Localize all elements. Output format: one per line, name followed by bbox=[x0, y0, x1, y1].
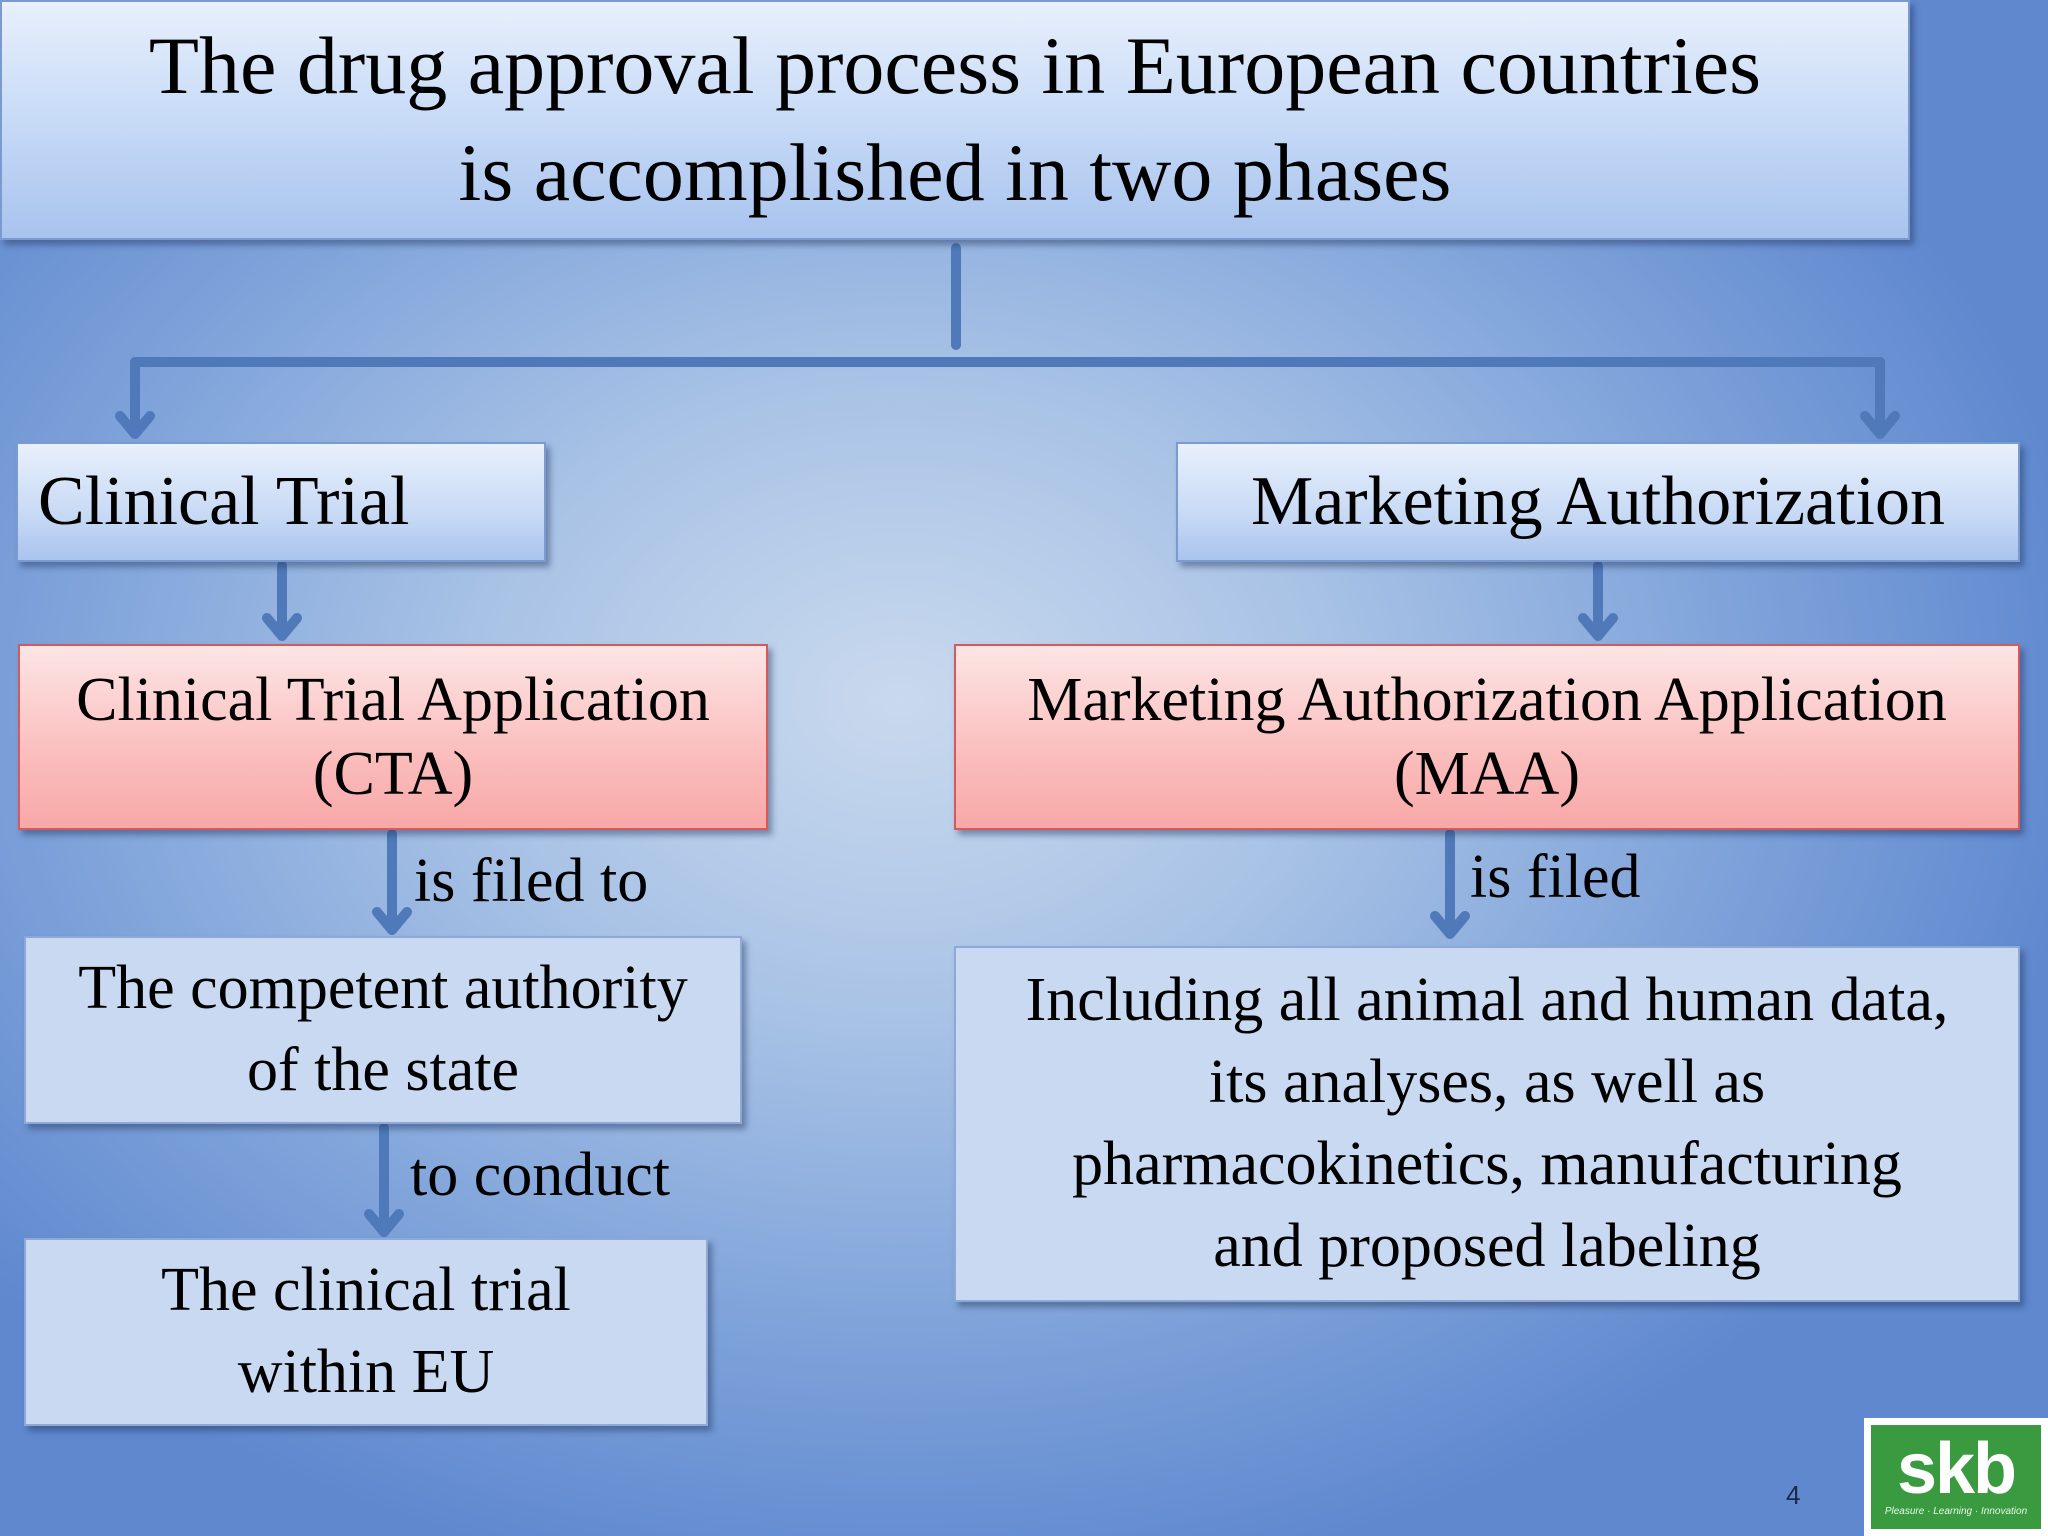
title-line-1: The drug approval process in European co… bbox=[148, 20, 1762, 112]
slide-number: 4 bbox=[1786, 1480, 1801, 1510]
maa-box: Marketing Authorization Application (MAA… bbox=[954, 644, 2020, 830]
title-box: The drug approval process in European co… bbox=[0, 0, 1910, 240]
trial-line-2: within EU bbox=[237, 1338, 495, 1406]
edge-label-filed-to: is filed to bbox=[414, 847, 649, 915]
title-line-2: is accomplished in two phases bbox=[458, 127, 1452, 218]
arrow-to-marketing-authorization bbox=[1860, 411, 1900, 439]
cta-line-2: (CTA) bbox=[312, 740, 474, 808]
clinical-trial-box: Clinical Trial bbox=[16, 442, 546, 562]
skb-logo-text: skb bbox=[1896, 1429, 2017, 1510]
clinical-trial-eu-box: The clinical trial within EU bbox=[24, 1238, 708, 1426]
arrow-to-trial bbox=[364, 1209, 404, 1237]
authority-line-2: of the state bbox=[246, 1036, 519, 1104]
competent-authority-box: The competent authority of the state bbox=[24, 936, 742, 1124]
marketing-authorization-box: Marketing Authorization bbox=[1176, 442, 2020, 562]
maa-contents-line-1: Including all animal and human data, bbox=[1025, 966, 1949, 1035]
arrow-to-cta bbox=[262, 613, 302, 641]
arrow-to-maa bbox=[1578, 613, 1618, 641]
arrow-to-authority bbox=[372, 907, 412, 935]
maa-contents-line-2: its analyses, as well as bbox=[1208, 1048, 1766, 1117]
maa-contents-box: Including all animal and human data, its… bbox=[954, 946, 2020, 1302]
cta-line-1: Clinical Trial Application bbox=[76, 665, 710, 734]
cta-box: Clinical Trial Application (CTA) bbox=[18, 644, 768, 830]
skb-logo-badge: skb Pleasure · Learning · Innovation bbox=[1871, 1425, 2041, 1529]
authority-line-1: The competent authority bbox=[78, 954, 688, 1023]
maa-line-2: (MAA) bbox=[1394, 740, 1580, 808]
clinical-trial-label: Clinical Trial bbox=[38, 463, 410, 540]
marketing-authorization-label: Marketing Authorization bbox=[1250, 463, 1946, 540]
trial-line-1: The clinical trial bbox=[161, 1256, 571, 1325]
maa-contents-line-4: and proposed labeling bbox=[1213, 1211, 1761, 1280]
arrow-to-clinical-trial bbox=[115, 411, 155, 439]
maa-contents-line-3: pharmacokinetics, manufacturing bbox=[1072, 1130, 1902, 1198]
skb-logo-tagline: Pleasure · Learning · Innovation bbox=[1884, 1505, 2028, 1517]
edge-label-to-conduct: to conduct bbox=[410, 1141, 670, 1209]
arrow-to-maa-contents bbox=[1430, 911, 1470, 939]
maa-line-1: Marketing Authorization Application bbox=[1027, 665, 1947, 734]
edge-label-filed: is filed bbox=[1470, 843, 1641, 911]
skb-logo: skb Pleasure · Learning · Innovation bbox=[1864, 1418, 2048, 1536]
